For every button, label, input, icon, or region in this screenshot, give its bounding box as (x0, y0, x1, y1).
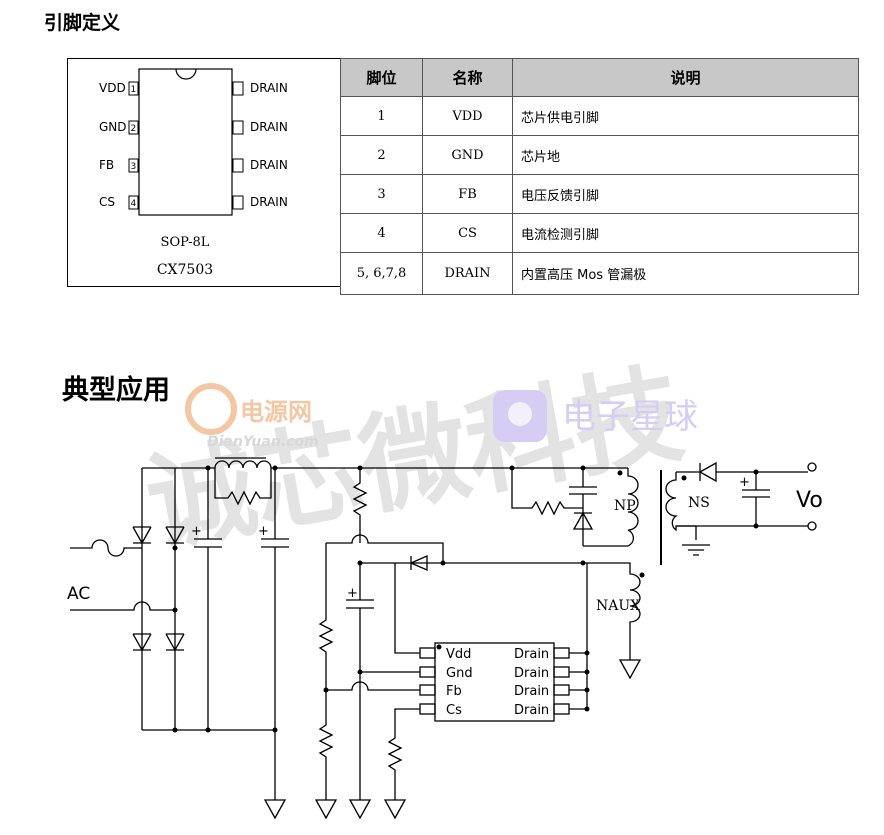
pin-name: GND (422, 135, 513, 175)
header-description: 说明 (512, 58, 859, 97)
pin-description: 电压反馈引脚 (512, 174, 859, 214)
chip-pin-labels: Vdd Gnd Fb Cs Drain Drain Drain Drain (446, 647, 549, 718)
pin-number: 3 (340, 174, 423, 214)
typical-application-schematic: 诚芯微科技 电源网 DianYuan.com 电子星球 (67, 352, 823, 819)
table-row: 5, 6,7,8 DRAIN 内置高压 Mos 管漏极 (340, 252, 859, 295)
package-diagram: VDD GND FB CS 1 2 3 4 DRAIN DRAIN DRAIN … (67, 58, 341, 287)
cap-plus-sign: + (191, 524, 202, 539)
pkg-pin-num-4: 4 (131, 199, 137, 209)
circuit-wires (70, 457, 817, 800)
chip-pin-drain: Drain (514, 666, 549, 681)
pkg-pin-num-1: 1 (131, 85, 137, 95)
part-number: CX7503 (157, 262, 213, 278)
pkg-pin-box-1 (128, 81, 139, 96)
chip-notch (175, 68, 197, 80)
pin-number: 2 (340, 135, 423, 175)
pin-name: DRAIN (422, 252, 513, 295)
pin-description: 芯片地 (512, 135, 859, 175)
chip-pin-drain: Drain (514, 684, 549, 699)
junction-dots (172, 465, 759, 733)
pkg-pin-box-4 (128, 195, 139, 210)
pkg-pin-label-7: DRAIN (250, 120, 288, 134)
pin-number: 5, 6,7,8 (340, 252, 423, 295)
cap-plus-sign: + (347, 586, 358, 601)
chip-outline (138, 68, 233, 216)
pkg-pin-box-6 (232, 158, 244, 173)
controller-chip (434, 642, 555, 722)
table-row: 2 GND 芯片地 (340, 135, 859, 175)
pin-name: VDD (422, 96, 513, 136)
pkg-pin-box-8 (232, 81, 244, 96)
watermark-site-cn: 电源网 (240, 398, 312, 426)
chip-pin-vdd: Vdd (446, 647, 471, 662)
chip-pin-gnd: Gnd (446, 666, 473, 681)
pkg-pin-box-3 (128, 158, 139, 173)
pkg-pin-label-6: DRAIN (250, 158, 288, 172)
secondary-winding-label: NS (688, 495, 710, 511)
pkg-pin-box-2 (128, 120, 139, 135)
pin-number: 4 (340, 213, 423, 253)
pkg-pin-num-3: 3 (131, 162, 137, 172)
watermark-company: 诚芯微科技 (138, 352, 692, 569)
chip-pin-fb: Fb (446, 684, 462, 699)
pkg-pin-label-8: DRAIN (250, 81, 288, 95)
pkg-pin-box-5 (232, 195, 244, 210)
aux-winding-label: NAUX (596, 598, 640, 614)
chip-pin-drain: Drain (514, 647, 549, 662)
watermarks: 诚芯微科技 电源网 DianYuan.com 电子星球 (138, 352, 698, 569)
pkg-pin-label-3: FB (99, 158, 114, 172)
pin-name: FB (422, 174, 513, 214)
pkg-pin-box-7 (232, 120, 244, 135)
pkg-pin-label-1: VDD (99, 81, 126, 95)
table-row: 1 VDD 芯片供电引脚 (340, 96, 859, 136)
pin-description: 内置高压 Mos 管漏极 (512, 252, 859, 295)
table-row: 4 CS 电流检测引脚 (340, 213, 859, 253)
watermark-planet: 电子星球 (562, 397, 698, 437)
cap-plus-sign: + (739, 475, 750, 490)
cap-plus-sign: + (258, 524, 269, 539)
pkg-pin-label-5: DRAIN (250, 195, 288, 209)
header-name: 名称 (422, 58, 513, 97)
dianyuan-logo-icon (185, 383, 237, 435)
cap-polarity: + + + + (191, 475, 750, 601)
pin-definition-heading: 引脚定义 (44, 12, 121, 34)
ac-input-label: AC (67, 584, 90, 604)
primary-winding-label: NP (614, 498, 636, 514)
pin-table-header: 脚位 名称 说明 (340, 58, 859, 97)
chip-pin-cs: Cs (446, 703, 462, 718)
pkg-pin-num-2: 2 (131, 124, 137, 134)
chip-pin-drain: Drain (514, 703, 549, 718)
package-svg: VDD GND FB CS 1 2 3 4 DRAIN DRAIN DRAIN … (99, 68, 288, 278)
pin-description: 电流检测引脚 (512, 213, 859, 253)
pkg-pin-label-2: GND (99, 120, 127, 134)
pin-table: 脚位 名称 说明 1 VDD 芯片供电引脚 2 GND 芯片地 3 FB 电压反… (340, 58, 859, 295)
table-row: 3 FB 电压反馈引脚 (340, 174, 859, 214)
pin-number: 1 (340, 96, 423, 136)
watermark-site-en: DianYuan.com (207, 434, 319, 450)
package-name: SOP-8L (161, 235, 210, 250)
pin-description: 芯片供电引脚 (512, 96, 859, 136)
pin-name: CS (422, 213, 513, 253)
header-pin: 脚位 (340, 58, 423, 97)
pkg-pin-label-4: CS (99, 195, 115, 209)
output-voltage-label: Vo (796, 488, 823, 513)
typical-application-heading: 典型应用 (62, 375, 170, 406)
